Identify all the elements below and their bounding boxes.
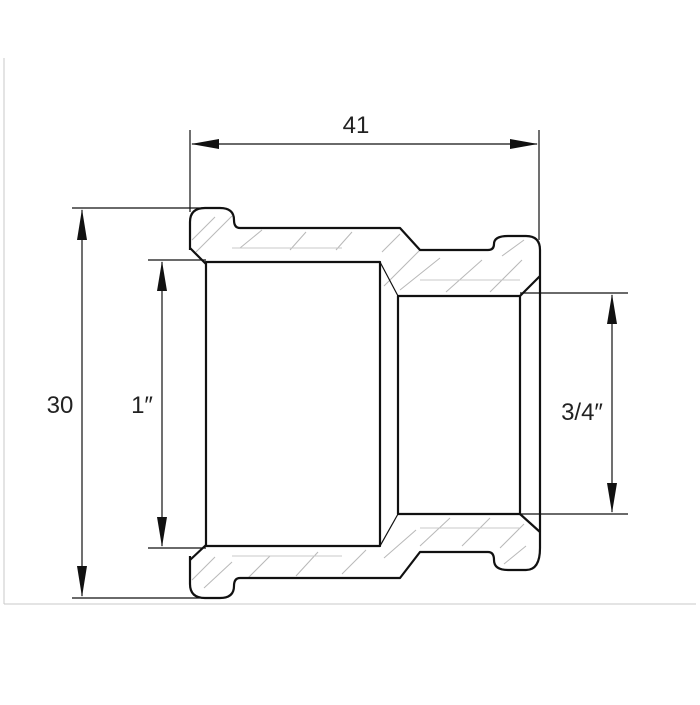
dimension-large-thread: 1″ <box>131 259 206 549</box>
bore-step-bottom <box>379 513 399 547</box>
right-chamfer-bottom <box>519 513 541 533</box>
height-label: 30 <box>47 392 74 419</box>
dimension-small-thread: 3/4″ <box>520 292 628 515</box>
left-chamfer-top <box>189 247 207 265</box>
section-hatching-top <box>191 215 525 293</box>
arrow-left-icon <box>191 139 219 149</box>
arrow-down-icon <box>157 517 167 547</box>
small-bore <box>396 294 522 516</box>
left-chamfer-bottom <box>189 544 207 561</box>
length-label: 41 <box>343 112 370 139</box>
fitting-outer-contour <box>188 206 542 600</box>
bore-step-top <box>379 261 399 297</box>
arrow-down-icon <box>607 483 617 513</box>
large-thread-label: 1″ <box>131 392 153 419</box>
arrow-up-icon <box>77 209 87 240</box>
dimension-length: 41 <box>189 112 540 240</box>
arrow-up-icon <box>607 294 617 324</box>
small-thread-label: 3/4″ <box>561 399 603 426</box>
arrow-up-icon <box>157 261 167 291</box>
dimension-height: 30 <box>47 207 200 599</box>
large-bore <box>204 260 382 548</box>
arrow-down-icon <box>77 566 87 597</box>
arrow-right-icon <box>510 139 538 149</box>
